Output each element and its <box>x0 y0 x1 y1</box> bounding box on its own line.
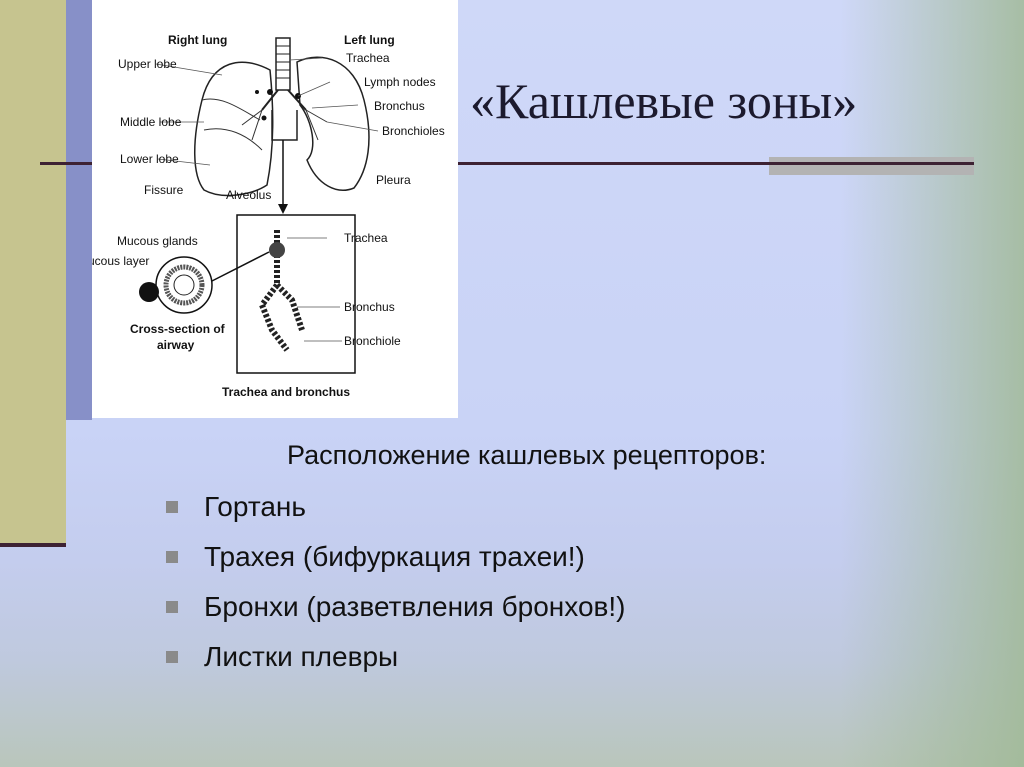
lower-box <box>236 214 356 374</box>
diagram-caption: Trachea and bronchus <box>222 385 350 399</box>
bronchi-shape <box>261 89 307 111</box>
fissure-line-2 <box>201 98 261 121</box>
bullet-square-icon <box>166 501 178 513</box>
bullet-square-icon <box>166 651 178 663</box>
label-left-lung: Left lung <box>344 33 395 47</box>
trachea-shape <box>275 37 291 91</box>
bullet-square-icon <box>166 601 178 613</box>
label-bronchioles: Bronchioles <box>382 124 445 138</box>
accent-strip <box>66 0 92 420</box>
title-rule-left <box>40 162 92 165</box>
label-bronchus-lower: Bronchus <box>344 300 395 314</box>
left-decor-bar <box>0 0 66 545</box>
label-alveolus: Alveolus <box>226 188 271 202</box>
left-lung-shape <box>296 56 370 191</box>
list-item: Гортань <box>166 482 626 532</box>
fissure-line <box>203 128 263 151</box>
list-item: Листки плевры <box>166 632 626 682</box>
label-mucous-layer: ucous layer <box>92 254 149 268</box>
label-upper-lobe: Upper lobe <box>118 57 177 71</box>
lung-diagram: Right lung Left lung Upper lobe Middle l… <box>92 0 458 418</box>
label-mucous-glands: Mucous glands <box>117 234 198 248</box>
label-trachea-top: Trachea <box>346 51 390 65</box>
label-lower-lobe: Lower lobe <box>120 152 179 166</box>
label-airway: airway <box>157 338 195 352</box>
bullet-text: Гортань <box>204 491 306 522</box>
lung-diagram-svg: Right lung Left lung Upper lobe Middle l… <box>92 33 445 399</box>
bullet-text: Трахея (бифуркация трахеи!) <box>204 541 585 572</box>
bullet-text: Листки плевры <box>204 641 399 672</box>
list-item: Бронхи (разветвления бронхов!) <box>166 582 626 632</box>
label-trachea-lower: Trachea <box>344 231 388 245</box>
right-lung-shape <box>194 61 274 197</box>
label-fissure: Fissure <box>144 183 184 197</box>
bullet-list: Гортань Трахея (бифуркация трахеи!) Брон… <box>166 482 626 682</box>
label-bronchus-top: Bronchus <box>374 99 425 113</box>
bullet-square-icon <box>166 551 178 563</box>
label-lymph-nodes: Lymph nodes <box>364 75 436 89</box>
slide-subtitle: Расположение кашлевых рецепторов: <box>287 440 767 470</box>
list-item: Трахея (бифуркация трахеи!) <box>166 532 626 582</box>
label-cross-section: Cross-section of <box>130 322 226 336</box>
microscope-icon <box>139 282 159 302</box>
left-bar-underline <box>0 543 66 547</box>
label-bronchiole: Bronchiole <box>344 334 401 348</box>
label-pleura: Pleura <box>376 173 411 187</box>
title-rule-shadow <box>769 157 974 175</box>
bronchial-tree <box>258 230 305 352</box>
label-middle-lobe: Middle lobe <box>120 115 182 129</box>
airway-marker <box>269 242 285 258</box>
title-rule-right <box>458 162 974 165</box>
bullet-text: Бронхи (разветвления бронхов!) <box>204 591 626 622</box>
label-right-lung: Right lung <box>168 33 227 47</box>
slide-title: «Кашлевые зоны» <box>470 73 858 129</box>
